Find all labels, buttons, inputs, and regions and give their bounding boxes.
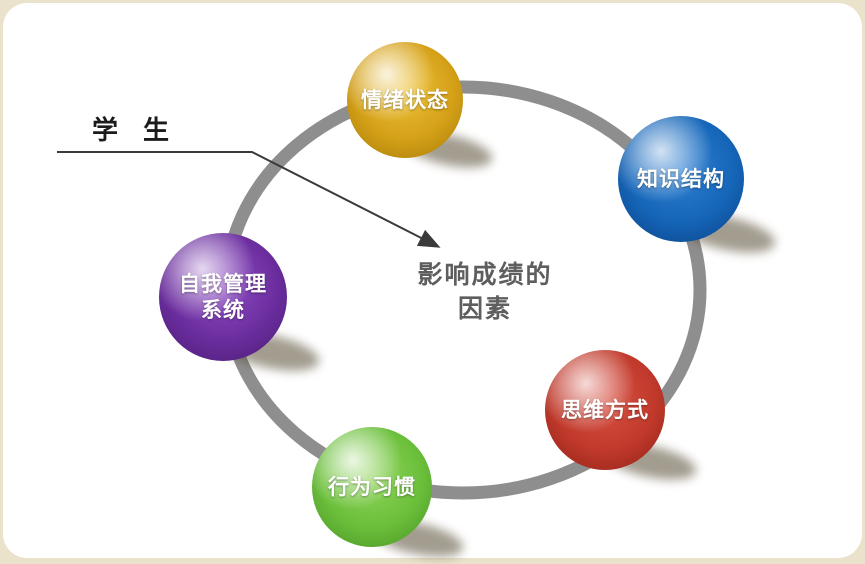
- node-knowledge-label: 知识结构: [637, 166, 725, 191]
- student-arrow: [57, 151, 441, 248]
- sphere-behavior: 行为习惯: [312, 427, 432, 547]
- node-behavior: 行为习惯: [312, 427, 466, 564]
- student-label: 学 生: [92, 116, 178, 146]
- node-thinking-label: 思维方式: [561, 397, 649, 422]
- sphere-emotion: 情绪状态: [347, 42, 463, 158]
- sphere-knowledge: 知识结构: [618, 116, 744, 242]
- node-self-management-label: 自我管理 系统: [179, 271, 267, 322]
- node-thinking: 思维方式: [545, 350, 699, 487]
- node-emotion: 情绪状态: [347, 42, 496, 175]
- node-knowledge: 知识结构: [618, 116, 780, 260]
- node-behavior-label: 行为习惯: [328, 474, 416, 499]
- sphere-self-management: 自我管理 系统: [159, 233, 287, 361]
- node-self-management: 自我管理 系统: [159, 233, 323, 379]
- sphere-thinking: 思维方式: [545, 350, 665, 470]
- node-emotion-label: 情绪状态: [361, 87, 449, 112]
- center-label: 影响成绩的 因素: [417, 260, 553, 323]
